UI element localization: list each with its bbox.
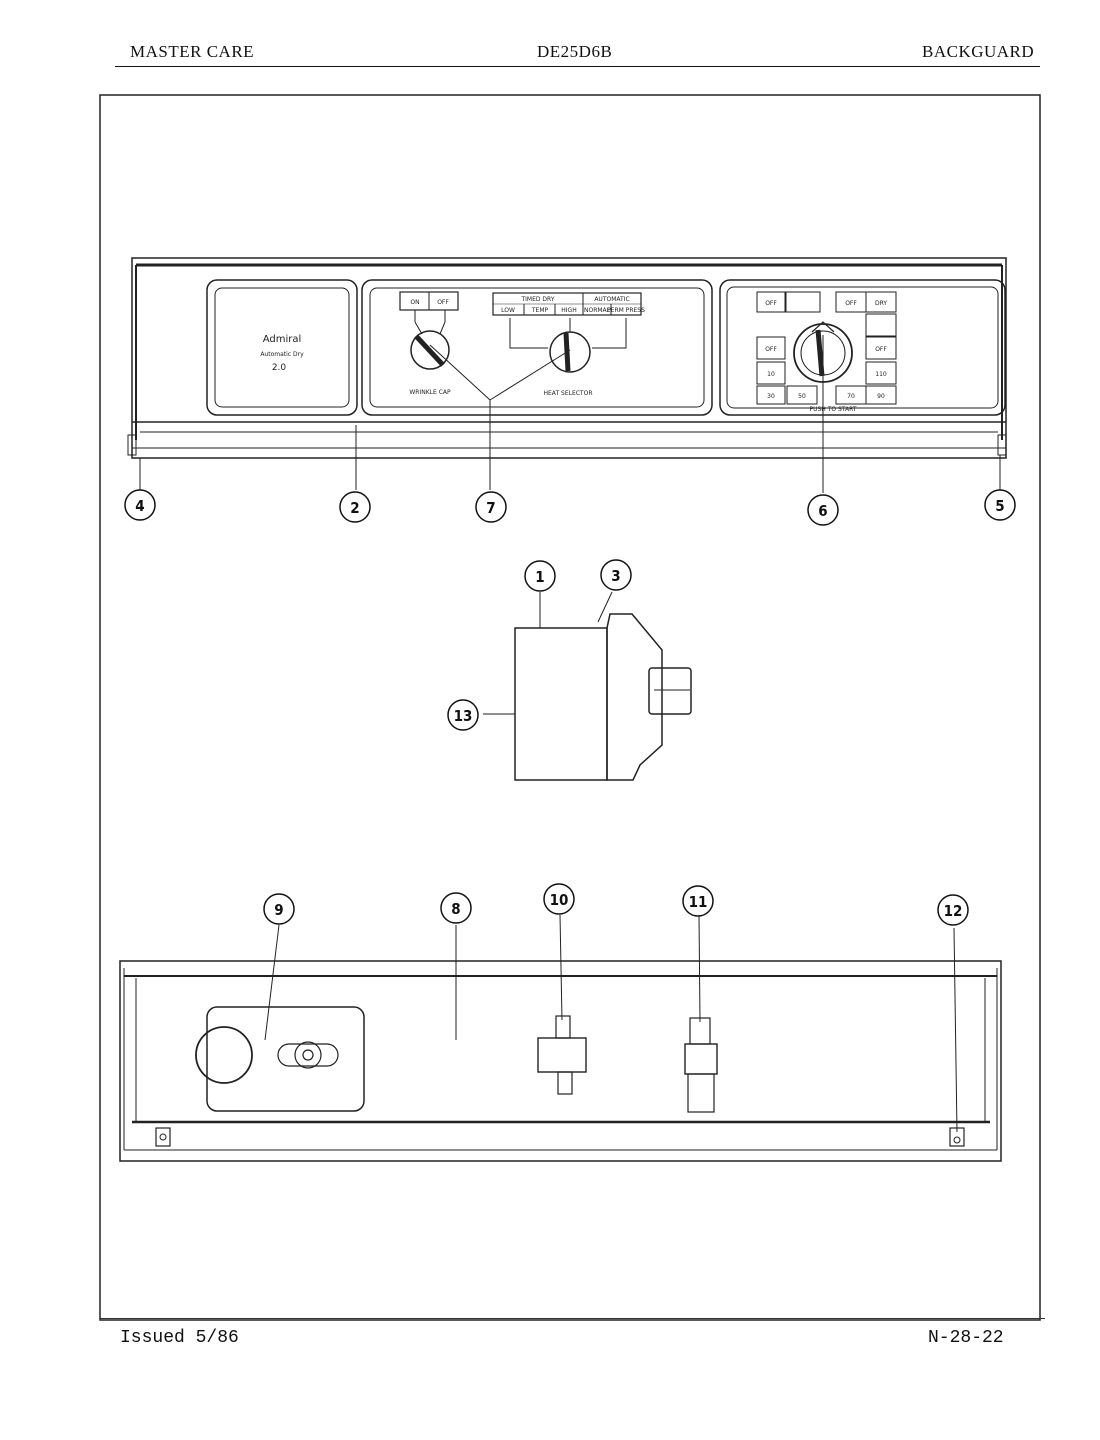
timer-left-2: OFF [765,346,777,353]
nameplate-inner [214,287,350,408]
heat-btn-temp: TEMP [531,307,549,314]
callout-1: 1 [535,568,544,586]
wrinkle-label: WRINKLE CAP [409,389,451,396]
callout-12: 12 [944,902,963,920]
timer-right-2: OFF [875,346,887,353]
header-rule [115,66,1040,67]
switch-10 [537,1037,587,1073]
switch-11 [684,1043,718,1075]
callout-8: 8 [451,900,460,918]
timer-right-5: 90 [877,393,885,400]
footer-issued: Issued 5/86 [120,1328,239,1348]
timer-right-3: 110 [875,371,887,378]
nameplate-outer [206,279,358,416]
timer-left-5: 50 [798,393,806,400]
footer-rule [100,1318,1045,1319]
timer-label: PUSH TO START [809,406,856,413]
backguard-panel [127,257,1007,459]
callout-11: 11 [689,893,708,911]
heat-label: HEAT SELECTOR [544,390,593,397]
diagram-frame [99,94,1041,1321]
header-model: DE25D6B [537,42,613,61]
callouts [124,489,1016,926]
timer-left-0: OFF [765,300,777,307]
timer-right-4: 70 [847,393,855,400]
timer-right-1: DRY [875,300,887,307]
heat-btn-low: LOW [501,307,515,314]
footer-page-code: N-28-22 [928,1328,1004,1348]
center-console [361,279,713,416]
heat-btn-perm: PERM PRESS [607,307,645,314]
brand-subtitle: Automatic Dry [260,351,304,358]
timer-motor [195,1026,253,1084]
back-panel [119,914,1002,1162]
timer-motor-plate [206,1006,365,1112]
header-left: MASTER CARE [130,42,255,61]
timer-console [719,279,1006,416]
callout-10: 10 [550,891,569,909]
callout-13: 13 [454,707,473,725]
wrinkle-knob [410,330,450,370]
heat-btn-high: HIGH [561,307,576,314]
callout-3: 3 [611,567,620,585]
switch-off: OFF [437,299,449,306]
timer-left-4: 30 [767,393,775,400]
callout-2: 2 [350,499,359,517]
header-right: BACKGUARD [922,42,1035,61]
switch-on: ON [410,299,419,306]
timer-left-3: 10 [767,371,775,378]
brand-logo: Admiral [263,334,302,345]
callout-4: 4 [135,497,144,515]
callout-6: 6 [818,502,827,520]
knob-side-view [483,591,692,781]
brand-number: 2.0 [272,363,287,373]
callout-9: 9 [274,901,283,919]
timer-right-0: OFF [845,300,857,307]
heat-btn-normal: NORMAL [584,307,611,314]
callout-5: 5 [995,497,1004,515]
callout-7: 7 [486,499,495,517]
heat-top-timed: TIMED DRY [521,296,555,303]
heat-top-auto: AUTOMATIC [594,296,629,303]
